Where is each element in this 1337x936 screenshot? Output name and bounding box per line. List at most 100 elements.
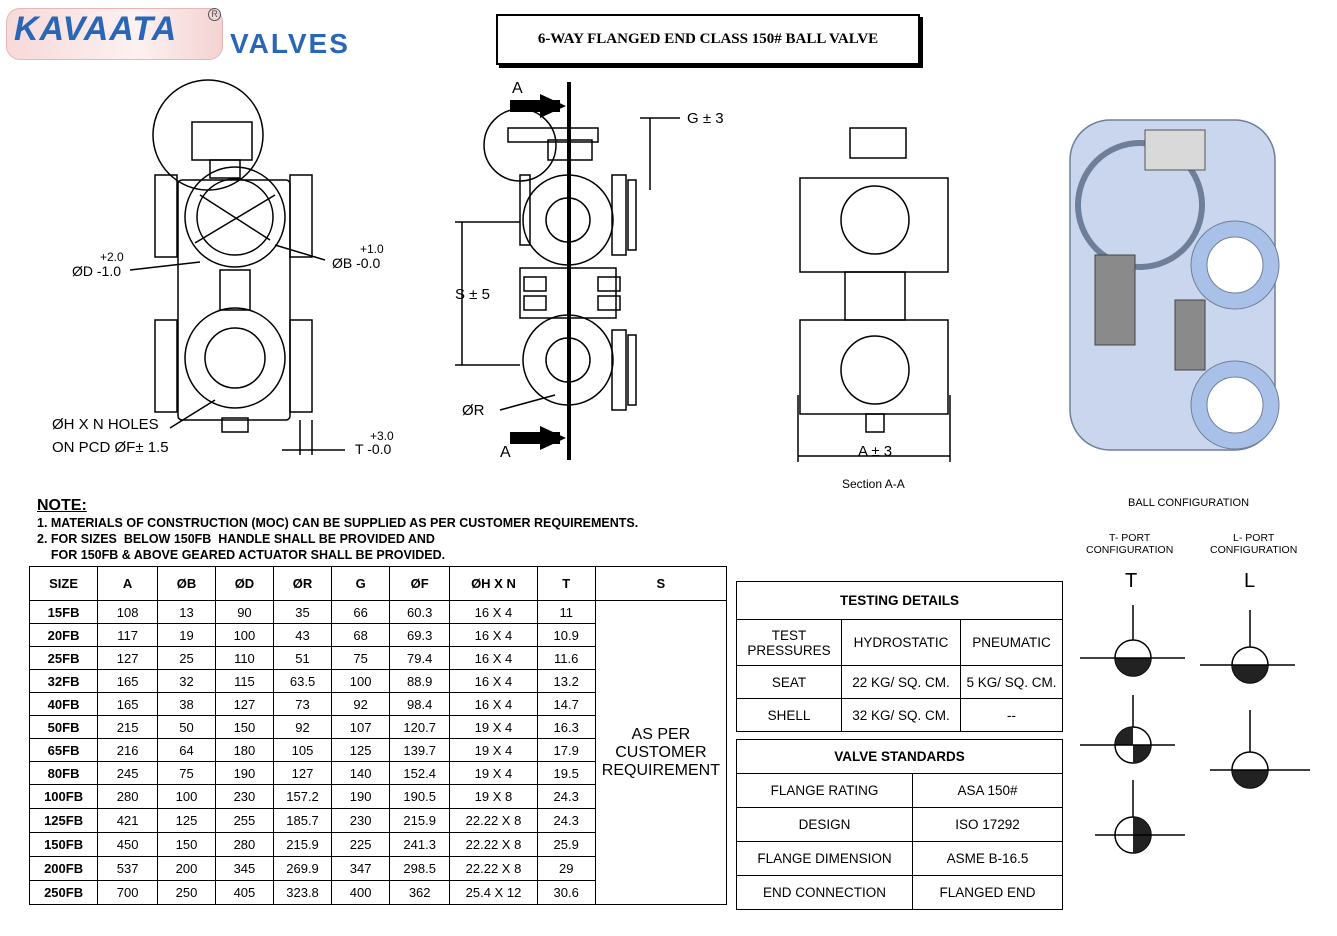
handwheel xyxy=(152,79,264,191)
testing-col-pressures: TEST PRESSURES xyxy=(736,619,842,666)
table-cell: 100 xyxy=(214,623,274,647)
dim-holes-line1: ØH X N HOLES xyxy=(52,416,159,433)
dim-holes-line2: ON PCD ØF± 1.5 xyxy=(52,439,169,456)
table-cell: 250 xyxy=(157,880,216,905)
table-cell: 185.7 xyxy=(272,808,333,833)
table-cell: 60.3 xyxy=(389,600,451,624)
dim-g-label: G ± 3 xyxy=(687,110,724,127)
table-cell: 24.3 xyxy=(536,784,596,809)
table-cell: 215.9 xyxy=(272,832,333,857)
table-cell: 32FB xyxy=(28,669,99,693)
testing-col-pneumatic: PNEUMATIC xyxy=(960,619,1063,666)
table-cell: 117 xyxy=(97,623,159,647)
dim-s-label: S ± 5 xyxy=(455,286,490,303)
table-cell: 345 xyxy=(214,856,274,881)
table-cell: 150FB xyxy=(28,832,99,857)
table-cell: 14.7 xyxy=(536,692,596,716)
section-arrows xyxy=(510,94,566,450)
table-cell: 215 xyxy=(97,715,159,739)
table-cell: 22.22 X 8 xyxy=(449,808,538,833)
table-cell: 280 xyxy=(97,784,159,809)
logo-registered-mark: R xyxy=(208,8,221,21)
standards-label: FLANGE DIMENSION xyxy=(736,841,913,876)
table-cell: 150 xyxy=(157,832,216,857)
table-cell: 80FB xyxy=(28,761,99,785)
table-cell: 127 xyxy=(214,692,274,716)
header-0: SIZE xyxy=(28,566,99,601)
table-cell: 19.5 xyxy=(536,761,596,785)
table-cell: 16.3 xyxy=(536,715,596,739)
table-cell: 19 X 8 xyxy=(449,784,538,809)
dim-a3-label: A ± 3 xyxy=(858,443,893,460)
l-letter: L xyxy=(1244,570,1256,592)
table-cell: 69.3 xyxy=(389,623,451,647)
table-cell: 139.7 xyxy=(389,738,451,762)
table-cell: 63.5 xyxy=(272,669,333,693)
table-cell: 11 xyxy=(536,600,596,624)
table-cell: 73 xyxy=(272,692,333,716)
table-cell: 450 xyxy=(97,832,159,857)
table-cell: 35 xyxy=(272,600,333,624)
logo-subtitle: VALVES xyxy=(230,28,350,59)
logo-brand: KAVAATA xyxy=(14,10,178,48)
testing-cell: 22 KG/ SQ. CM. xyxy=(841,665,961,699)
table-cell: 24.3 xyxy=(536,808,596,833)
standards-value: FLANGED END xyxy=(912,875,1063,910)
section-a-top: A xyxy=(512,80,523,97)
table-cell: 537 xyxy=(97,856,159,881)
table-cell: 22.22 X 8 xyxy=(449,856,538,881)
table-cell: 16 X 4 xyxy=(449,623,538,647)
t-port-ball-1 xyxy=(1114,639,1152,677)
table-cell: 255 xyxy=(214,808,274,833)
table-cell: 40FB xyxy=(28,692,99,716)
table-cell: 250FB xyxy=(28,880,99,905)
testing-row-label: SEAT xyxy=(736,665,842,699)
table-cell: 152.4 xyxy=(389,761,451,785)
table-cell: 110 xyxy=(214,646,274,670)
testing-details-table: TESTING DETAILS TEST PRESSURES HYDROSTAT… xyxy=(736,581,1063,732)
table-cell: 180 xyxy=(214,738,274,762)
table-cell: 190 xyxy=(214,761,274,785)
section-view-drawing xyxy=(797,127,951,462)
isometric-view-drawing xyxy=(1069,119,1280,451)
table-cell: 22.22 X 8 xyxy=(449,832,538,857)
table-cell: 125 xyxy=(157,808,216,833)
table-cell: 19 X 4 xyxy=(449,715,538,739)
table-cell: 190.5 xyxy=(389,784,451,809)
table-cell: 421 xyxy=(97,808,159,833)
table-cell: 79.4 xyxy=(389,646,451,670)
table-cell: 245 xyxy=(97,761,159,785)
table-cell: 190 xyxy=(331,784,391,809)
standards-title: VALVE STANDARDS xyxy=(736,739,1063,774)
testing-cell: 32 KG/ SQ. CM. xyxy=(841,698,961,732)
l-port-ball-2 xyxy=(1231,751,1269,789)
dim-b-tolerance: +1.0 xyxy=(360,242,384,256)
document-title: 6-WAY FLANGED END CLASS 150# BALL VALVE xyxy=(496,14,920,65)
note-line-2: 2. FOR SIZES BELOW 150FB HANDLE SHALL BE… xyxy=(37,532,435,546)
header-4: ØR xyxy=(272,566,333,601)
table-cell: 100 xyxy=(331,669,391,693)
table-cell: 362 xyxy=(389,880,451,905)
testing-row-label: SHELL xyxy=(736,698,842,732)
t-port-ball-3 xyxy=(1114,816,1152,854)
table-cell: 92 xyxy=(331,692,391,716)
table-cell: 100 xyxy=(157,784,216,809)
table-cell: 25FB xyxy=(28,646,99,670)
standards-label: END CONNECTION xyxy=(736,875,913,910)
table-cell: 405 xyxy=(214,880,274,905)
table-cell: 125 xyxy=(331,738,391,762)
table-cell: 280 xyxy=(214,832,274,857)
note-line-1: 1. MATERIALS OF CONSTRUCTION (MOC) CAN B… xyxy=(37,516,639,530)
table-cell: 200FB xyxy=(28,856,99,881)
table-cell: 75 xyxy=(157,761,216,785)
table-cell: 25.9 xyxy=(536,832,596,857)
table-cell: 108 xyxy=(97,600,159,624)
